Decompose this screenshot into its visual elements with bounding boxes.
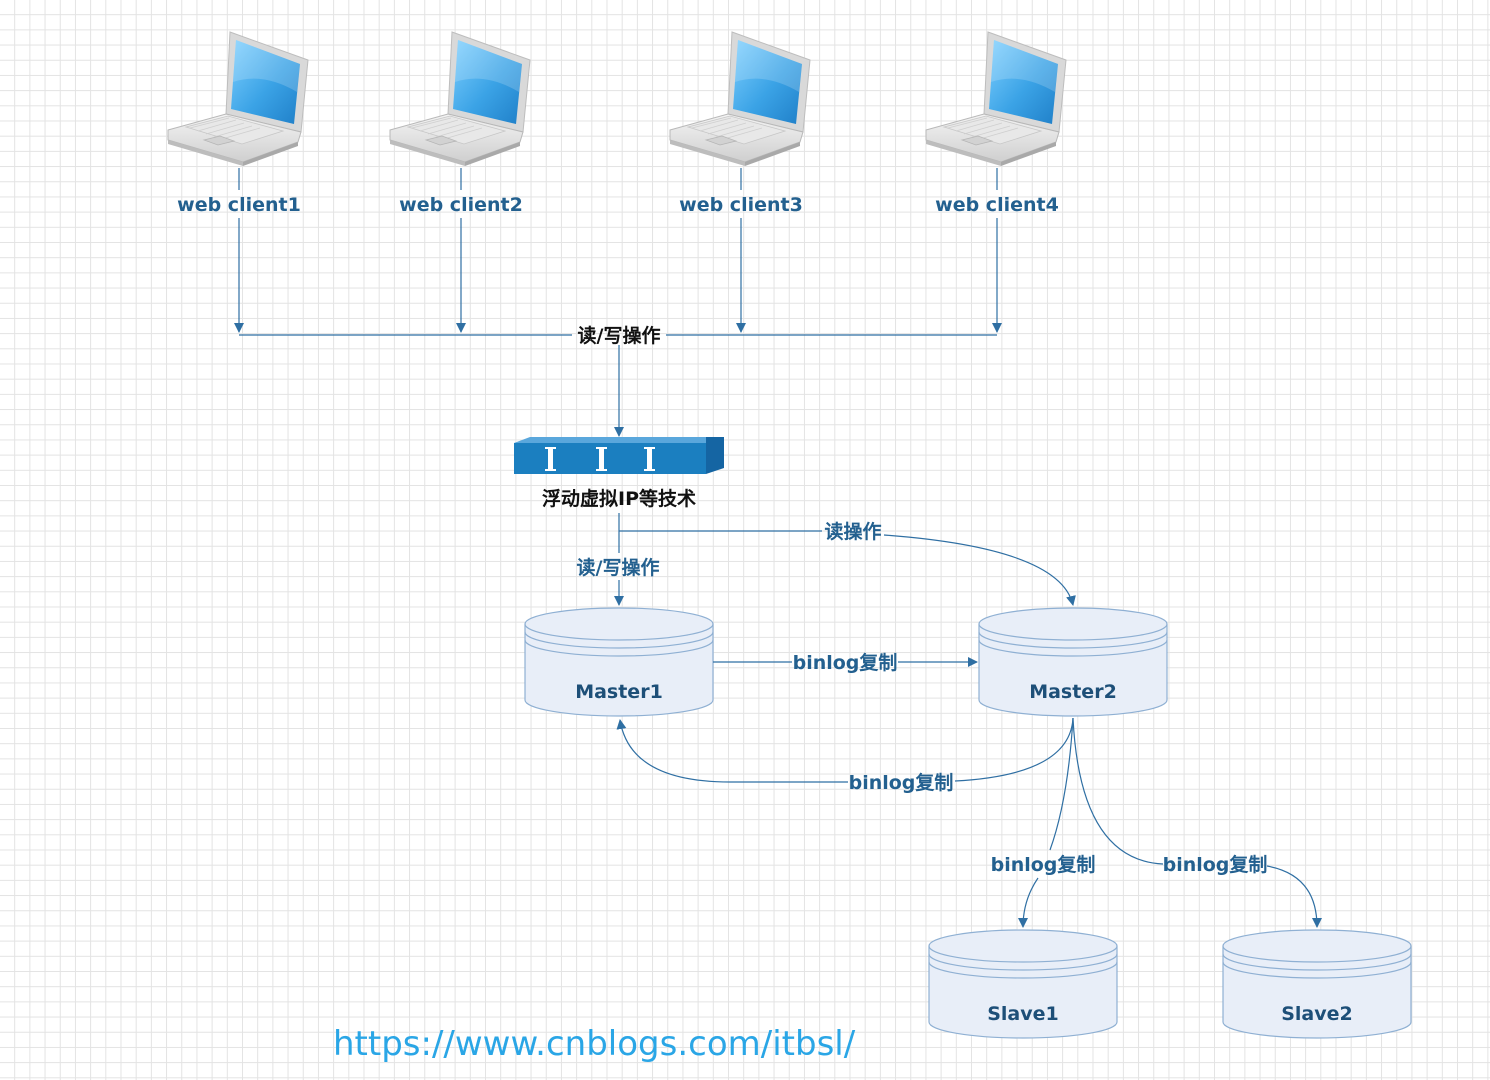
slave1-label: Slave1 [987,1003,1059,1025]
master2-to-slave1-label: binlog复制 [991,853,1096,876]
vip-to-master2-arrow [883,534,1076,606]
client-label: web client3 [679,194,803,216]
client-label: web client2 [399,194,523,216]
laptop-icon [669,31,811,167]
master2-to-slave2-line [1072,717,1164,865]
watermark-url: https://www.cnblogs.com/itbsl/ [333,1024,856,1064]
client-label: web client1 [177,194,301,216]
laptop-icon [389,31,531,167]
vip-to-master1-label: 读/写操作 [577,556,660,579]
master2-to-slave2-arrow [1266,865,1322,928]
master2-to-master1-arrow [616,719,848,783]
master2-to-master1-line [954,717,1074,782]
master2-label: Master2 [1029,681,1117,703]
vip-label: 浮动虚拟IP等技术 [542,487,696,510]
client-label: web client4 [935,194,1059,216]
master1-label: Master1 [575,681,663,703]
laptop-icon [167,31,309,167]
master2-to-slave1-line [1049,717,1074,851]
switch-icon [514,437,724,474]
slave2-label: Slave2 [1281,1003,1353,1025]
master2-to-slave2-label: binlog复制 [1163,853,1268,876]
laptop-icon [925,31,1067,167]
master2-to-master1-label: binlog复制 [849,771,954,794]
master1-to-master2-label: binlog复制 [793,651,898,674]
vip-to-master2-label: 读操作 [824,520,881,543]
bus-label: 读/写操作 [578,324,661,347]
master2-to-slave1-arrow [1018,877,1039,928]
